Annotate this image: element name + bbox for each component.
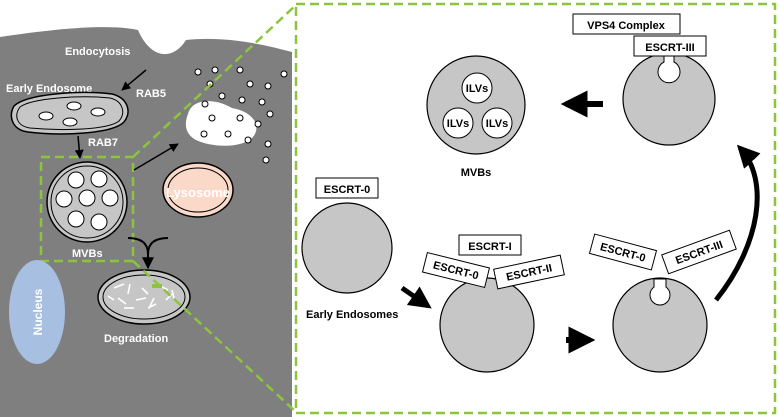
endosome-vesicle <box>38 111 54 121</box>
exosome <box>200 130 208 138</box>
escrt0-label-stage1: ESCRT-0 <box>324 184 370 196</box>
cell-panel: Endocytosis Early Endosome RAB5 RAB7 MVB… <box>0 27 292 417</box>
lysosome <box>162 162 234 218</box>
early-endosome-stage1 <box>301 202 393 294</box>
escrt-ii-box <box>493 254 565 290</box>
ilv-zoom <box>442 107 474 139</box>
exosome <box>254 120 262 128</box>
degradation-inner-ring <box>102 274 186 320</box>
scission-neck <box>657 53 681 84</box>
rab5-arrow <box>121 69 147 91</box>
endosome-stage2 <box>439 277 535 373</box>
exosome <box>218 92 226 100</box>
early-endosome-inner-ring <box>16 96 124 131</box>
endosome-vesicle <box>66 101 82 111</box>
vps4-box <box>572 13 681 35</box>
fragment <box>141 287 149 295</box>
endosome-vesicle <box>62 117 78 127</box>
early-endosome <box>10 91 129 135</box>
fragment <box>127 283 131 295</box>
fragment <box>107 295 115 301</box>
budding-invagination <box>649 278 671 306</box>
exosome <box>224 130 232 138</box>
ilv-zoom <box>461 72 493 104</box>
ilv <box>90 170 108 188</box>
exosome <box>264 82 272 90</box>
ilv <box>55 190 73 208</box>
fragment <box>135 297 147 301</box>
early-endosomes-label: Early Endosomes <box>306 309 398 321</box>
mvb-highlight-box <box>39 155 135 263</box>
ilvs-label: ILVs <box>447 118 469 130</box>
escrt-i-label: ESCRT-I <box>468 241 511 253</box>
ilv <box>78 189 96 207</box>
nucleus-label: Nucleus <box>31 288 45 335</box>
mvb-zoom <box>426 55 526 155</box>
lysosome-inner-ring <box>167 167 229 213</box>
exosome <box>258 98 266 106</box>
fragment <box>117 297 127 305</box>
mvbs-zoom-label: MVBs <box>461 167 492 179</box>
ilv <box>101 189 119 207</box>
endosome-stage3 <box>612 277 708 373</box>
ilv <box>67 171 85 189</box>
exosome <box>246 80 254 88</box>
endocytosis-label: Endocytosis <box>65 46 130 58</box>
escrt-iii-label-top: ESCRT-III <box>645 42 695 54</box>
cell-mvbs-label: MVBs <box>72 248 103 260</box>
fragment <box>149 297 155 307</box>
secretion-arrow <box>133 143 179 171</box>
lysosome-label: Lysosome <box>166 185 230 200</box>
endosome-vesicle <box>90 107 106 117</box>
arrow-stage1-to-stage2 <box>400 285 432 309</box>
zoom-connector-bottom <box>132 260 297 413</box>
exosome <box>236 66 244 74</box>
ilv <box>67 210 85 228</box>
rab7-arrow <box>74 135 84 159</box>
exosome <box>236 114 244 122</box>
degradation-compartment <box>97 269 191 325</box>
escrt-i-box <box>458 234 522 256</box>
ilvs-label: ILVs <box>466 83 488 95</box>
exosome <box>264 140 272 148</box>
exosome <box>266 110 274 118</box>
rab5-label: RAB5 <box>136 88 166 100</box>
escrt-iii-box-top <box>633 35 707 57</box>
exosome <box>238 96 246 104</box>
rab7-label: RAB7 <box>88 137 118 149</box>
escrt0-box-stage1 <box>315 177 379 199</box>
exosome <box>194 68 202 76</box>
ilvs-label: ILVs <box>486 118 508 130</box>
zoom-connector-top <box>132 4 297 158</box>
escrt0-box-stage2 <box>421 251 491 289</box>
exosome <box>244 136 252 144</box>
exosome <box>211 66 219 74</box>
exosome <box>280 70 288 78</box>
vps4-label: VPS4 Complex <box>587 20 666 32</box>
exosome <box>201 100 209 108</box>
early-endosome-label: Early Endosome <box>6 83 92 95</box>
cell-mvb-ilvs <box>55 170 119 231</box>
exosomes <box>194 66 288 164</box>
cell-mvb-inner-ring <box>50 165 124 239</box>
degradation-marker <box>152 284 162 288</box>
escrt0-box-stage3 <box>588 233 658 271</box>
escrt-iii-box-stage3 <box>661 229 737 275</box>
ilv <box>90 213 108 231</box>
ilv-zoom <box>481 107 513 139</box>
degradation-label: Degradation <box>104 333 168 345</box>
exosome <box>208 114 216 122</box>
nucleus <box>9 260 65 364</box>
fragment <box>113 283 125 289</box>
arrow-stage3-to-stage4 <box>714 144 761 302</box>
fragment <box>147 303 157 309</box>
fragment <box>171 289 175 299</box>
exosome <box>262 156 270 164</box>
